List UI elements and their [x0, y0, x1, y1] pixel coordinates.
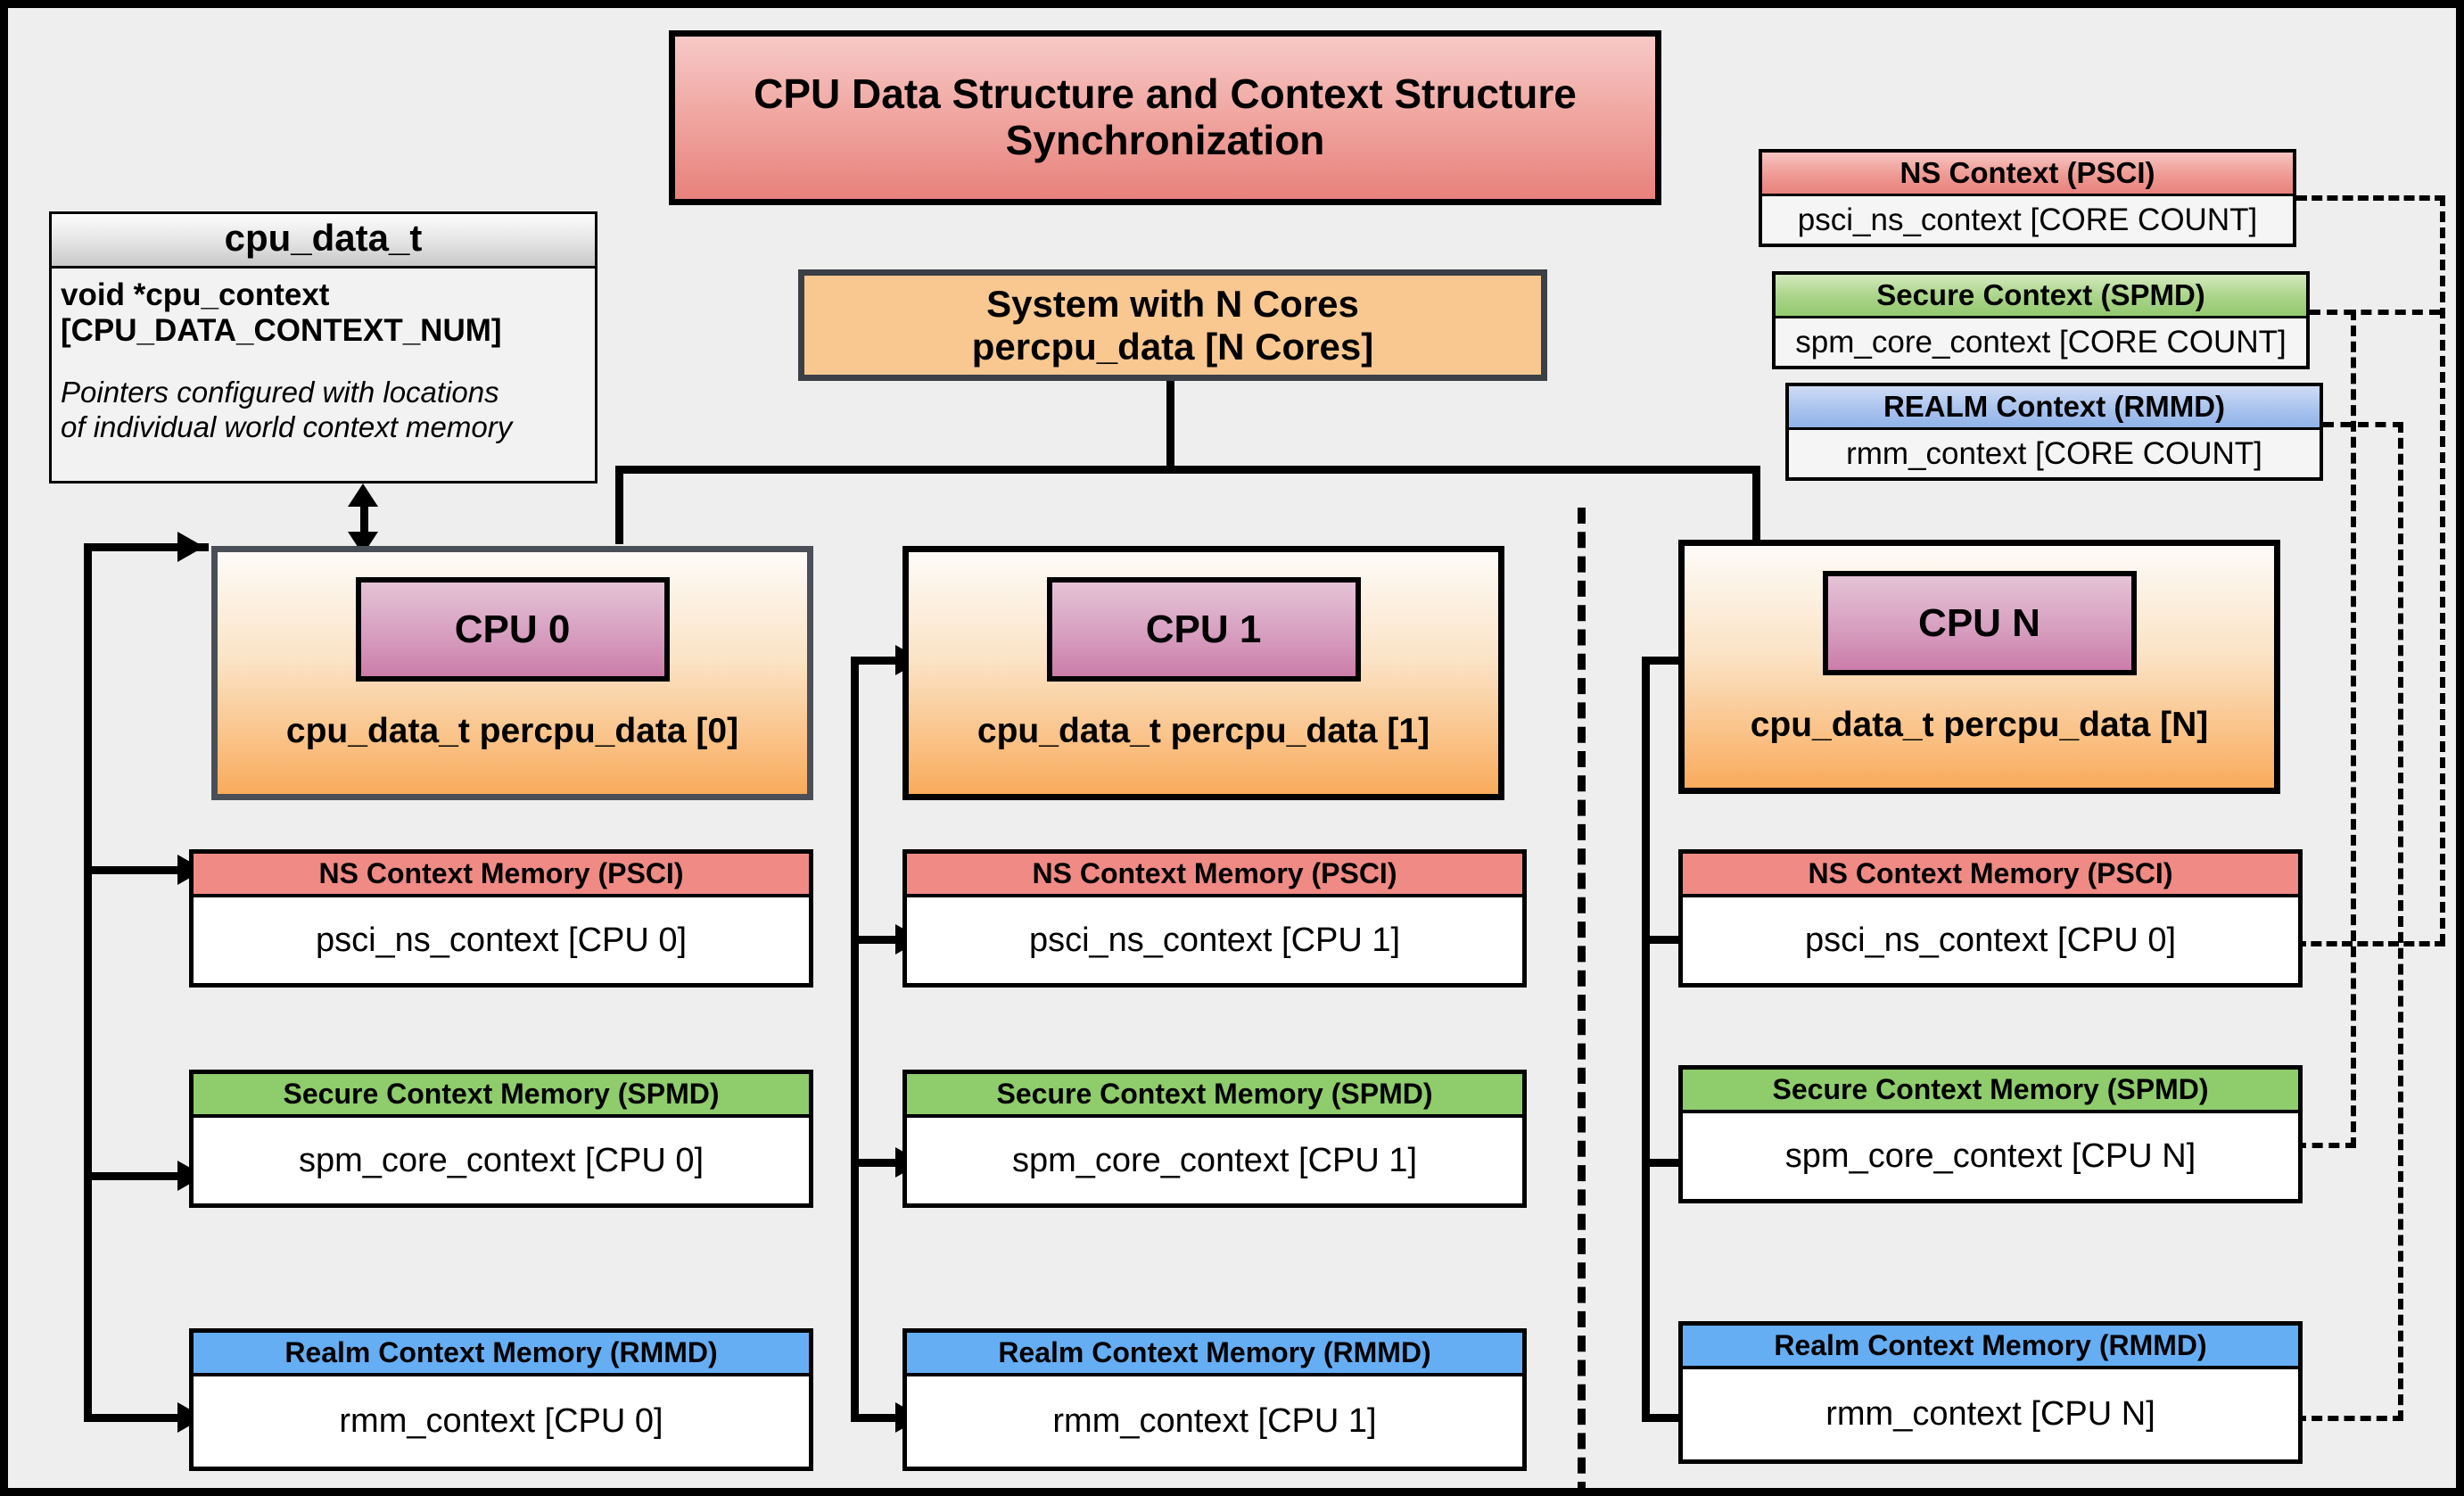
tree-branch-right [1752, 466, 1760, 544]
cpu-block-1: CPU 1 cpu_data_t percpu_data [1] [902, 546, 1504, 800]
diagram-title: CPU Data Structure and Context Structure… [669, 30, 1661, 205]
cpu-caption-0: cpu_data_t percpu_data [0] [285, 712, 739, 750]
context-definition-spmd-header: Secure Context (SPMD) [1776, 275, 2306, 318]
cpu-data-t-box: cpu_data_t void *cpu_context [CPU_DATA_C… [49, 211, 597, 484]
memory-block-n-psci-header: NS Context Memory (PSCI) [1683, 854, 2298, 897]
cpu-data-t-note-line2: of individual world context memory [61, 409, 513, 443]
cpu-data-t-body: void *cpu_context [CPU_DATA_CONTEXT_NUM]… [52, 269, 595, 452]
cpun-trunk [1642, 657, 1650, 1422]
dash-psci-rail [2440, 195, 2445, 945]
context-definition-spmd: Secure Context (SPMD) spm_core_context [… [1772, 271, 2310, 369]
cpu-data-t-field: void *cpu_context [61, 277, 330, 312]
cpu-data-link-dash [360, 507, 368, 535]
memory-block-1-spmd-body: spm_core_context [CPU 1] [907, 1118, 1522, 1203]
cpu1-branch-cpu [851, 657, 927, 665]
memory-block-0-spmd-body: spm_core_context [CPU 0] [194, 1118, 809, 1203]
dash-psci-top [2296, 195, 2445, 201]
context-definition-spmd-body: spm_core_context [CORE COUNT] [1776, 318, 2306, 366]
column-separator [1578, 508, 1586, 1488]
context-definition-rmmd-header: REALM Context (RMMD) [1789, 386, 2320, 430]
memory-block-1-rmmd-header: Realm Context Memory (RMMD) [907, 1333, 1522, 1376]
dash-rmmd-rail [2398, 422, 2403, 1421]
memory-block-0-psci-header: NS Context Memory (PSCI) [194, 854, 809, 897]
context-definition-rmmd: REALM Context (RMMD) rmm_context [CORE C… [1785, 383, 2323, 481]
memory-block-1-psci: NS Context Memory (PSCI) psci_ns_context… [902, 849, 1527, 988]
cpu-chip-n: CPU N [1822, 571, 2137, 675]
cpu1-branch-ns [851, 936, 927, 944]
system-node-line2: percpu_data [N Cores] [971, 325, 1374, 368]
pointer-branch-rlm [84, 1414, 209, 1422]
memory-block-n-spmd-header: Secure Context Memory (SPMD) [1683, 1070, 2298, 1113]
memory-block-n-spmd-body: spm_core_context [CPU N] [1683, 1113, 2298, 1199]
memory-block-n-psci-body: psci_ns_context [CPU 0] [1683, 897, 2298, 983]
memory-block-n-spmd: Secure Context Memory (SPMD) spm_core_co… [1678, 1065, 2303, 1203]
dash-spmd-top [2310, 310, 2440, 315]
dash-rmmd-bottom [2295, 1416, 2403, 1421]
context-definition-psci-header: NS Context (PSCI) [1762, 153, 2293, 196]
system-node-line1: System with N Cores [986, 282, 1359, 325]
memory-block-n-psci: NS Context Memory (PSCI) psci_ns_context… [1678, 849, 2303, 988]
context-definition-psci-body: psci_ns_context [CORE COUNT] [1762, 196, 2293, 244]
tree-branch-left [615, 466, 623, 544]
cpu-caption-n: cpu_data_t percpu_data [N] [1750, 706, 2209, 744]
cpu-chip-0: CPU 0 [355, 577, 670, 682]
memory-block-0-rmmd-header: Realm Context Memory (RMMD) [194, 1333, 809, 1376]
dash-spmd-bottom [2295, 1143, 2356, 1148]
memory-block-0-psci-body: psci_ns_context [CPU 0] [194, 897, 809, 983]
dash-psci-bottom [2295, 941, 2445, 946]
cpu-block-0: CPU 0 cpu_data_t percpu_data [0] [211, 546, 813, 800]
context-definition-psci: NS Context (PSCI) psci_ns_context [CORE … [1759, 149, 2296, 247]
memory-block-1-spmd: Secure Context Memory (SPMD) spm_core_co… [902, 1070, 1527, 1208]
memory-block-n-rmmd-header: Realm Context Memory (RMMD) [1683, 1326, 2298, 1369]
memory-block-1-spmd-header: Secure Context Memory (SPMD) [907, 1074, 1522, 1118]
pointer-arrow-cpu [177, 532, 204, 562]
context-definition-rmmd-body: rmm_context [CORE COUNT] [1789, 430, 2320, 477]
diagram-title-text: CPU Data Structure and Context Structure… [754, 70, 1577, 163]
dash-spmd-rail [2351, 310, 2356, 1148]
cpu-caption-1: cpu_data_t percpu_data [1] [977, 712, 1430, 750]
memory-block-0-rmmd: Realm Context Memory (RMMD) rmm_context … [189, 1328, 813, 1471]
memory-block-1-psci-body: psci_ns_context [CPU 1] [907, 897, 1522, 983]
cpu-chip-1: CPU 1 [1046, 577, 1361, 682]
cpu-data-link-arrow-up [348, 484, 378, 507]
memory-block-n-rmmd-body: rmm_context [CPU N] [1683, 1369, 2298, 1459]
pointer-trunk [84, 543, 92, 1422]
memory-block-1-rmmd-body: rmm_context [CPU 1] [907, 1376, 1522, 1467]
memory-block-1-psci-header: NS Context Memory (PSCI) [907, 854, 1522, 897]
cpu-data-t-header: cpu_data_t [52, 214, 595, 269]
cpu-block-n: CPU N cpu_data_t percpu_data [N] [1678, 540, 2280, 794]
cpu1-branch-rlm [851, 1414, 927, 1422]
memory-block-0-spmd: Secure Context Memory (SPMD) spm_core_co… [189, 1070, 813, 1208]
dash-rmmd-top [2323, 422, 2403, 427]
pointer-branch-ns [84, 866, 209, 874]
memory-block-1-rmmd: Realm Context Memory (RMMD) rmm_context … [902, 1328, 1527, 1471]
cpu1-trunk [851, 657, 859, 1422]
memory-block-0-rmmd-body: rmm_context [CPU 0] [194, 1376, 809, 1467]
pointer-branch-sec [84, 1172, 209, 1180]
memory-block-0-spmd-header: Secure Context Memory (SPMD) [194, 1074, 809, 1118]
tree-stem [1166, 381, 1174, 472]
cpu-data-t-field-index: [CPU_DATA_CONTEXT_NUM] [61, 312, 502, 348]
system-node-box: System with N Cores percpu_data [N Cores… [798, 269, 1547, 381]
cpu-data-t-note-line1: Pointers configured with locations [61, 375, 499, 409]
tree-bar [615, 466, 1760, 474]
memory-block-0-psci: NS Context Memory (PSCI) psci_ns_context… [189, 849, 813, 988]
memory-block-n-rmmd: Realm Context Memory (RMMD) rmm_context … [1678, 1321, 2303, 1464]
pointer-branch-cpu [84, 543, 209, 551]
cpu1-branch-sec [851, 1159, 927, 1167]
